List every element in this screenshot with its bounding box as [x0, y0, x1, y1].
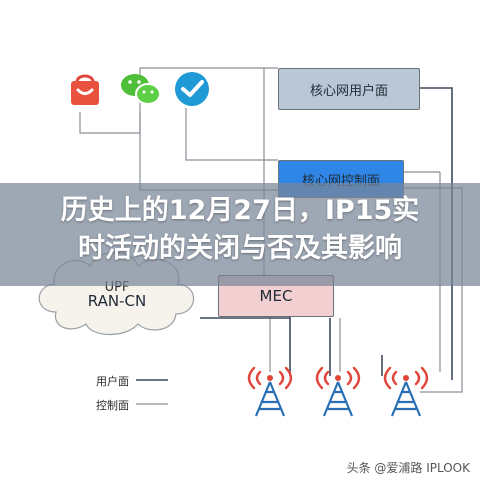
legend-user-plane-label: 用户面 [96, 375, 129, 388]
shopping-bag-icon [71, 74, 99, 105]
wechat-icon [121, 74, 161, 105]
check-bubble-icon [175, 72, 209, 106]
antenna-tower-icon [315, 366, 361, 417]
watermark: 头条 @爱浦路 IPLOOK [346, 461, 470, 475]
core-user-plane-label: 核心网用户面 [309, 83, 388, 99]
title-banner [0, 183, 480, 286]
banner-title: 历史上的12月27日，IP15实 时活动的关闭与否及其影响 [0, 192, 480, 268]
banner-title-line-1: 历史上的12月27日，IP15实 [60, 195, 420, 226]
ran-cn-label: RAN-CN [87, 292, 147, 310]
legend-control-plane-label: 控制面 [96, 399, 129, 412]
antenna-tower-icon [247, 366, 293, 417]
banner-title-line-2: 时活动的关闭与否及其影响 [78, 233, 402, 264]
antenna-tower-icon [383, 366, 429, 417]
core-user-plane-box: 核心网用户面 [278, 68, 420, 110]
mec-label: MEC [259, 287, 293, 305]
